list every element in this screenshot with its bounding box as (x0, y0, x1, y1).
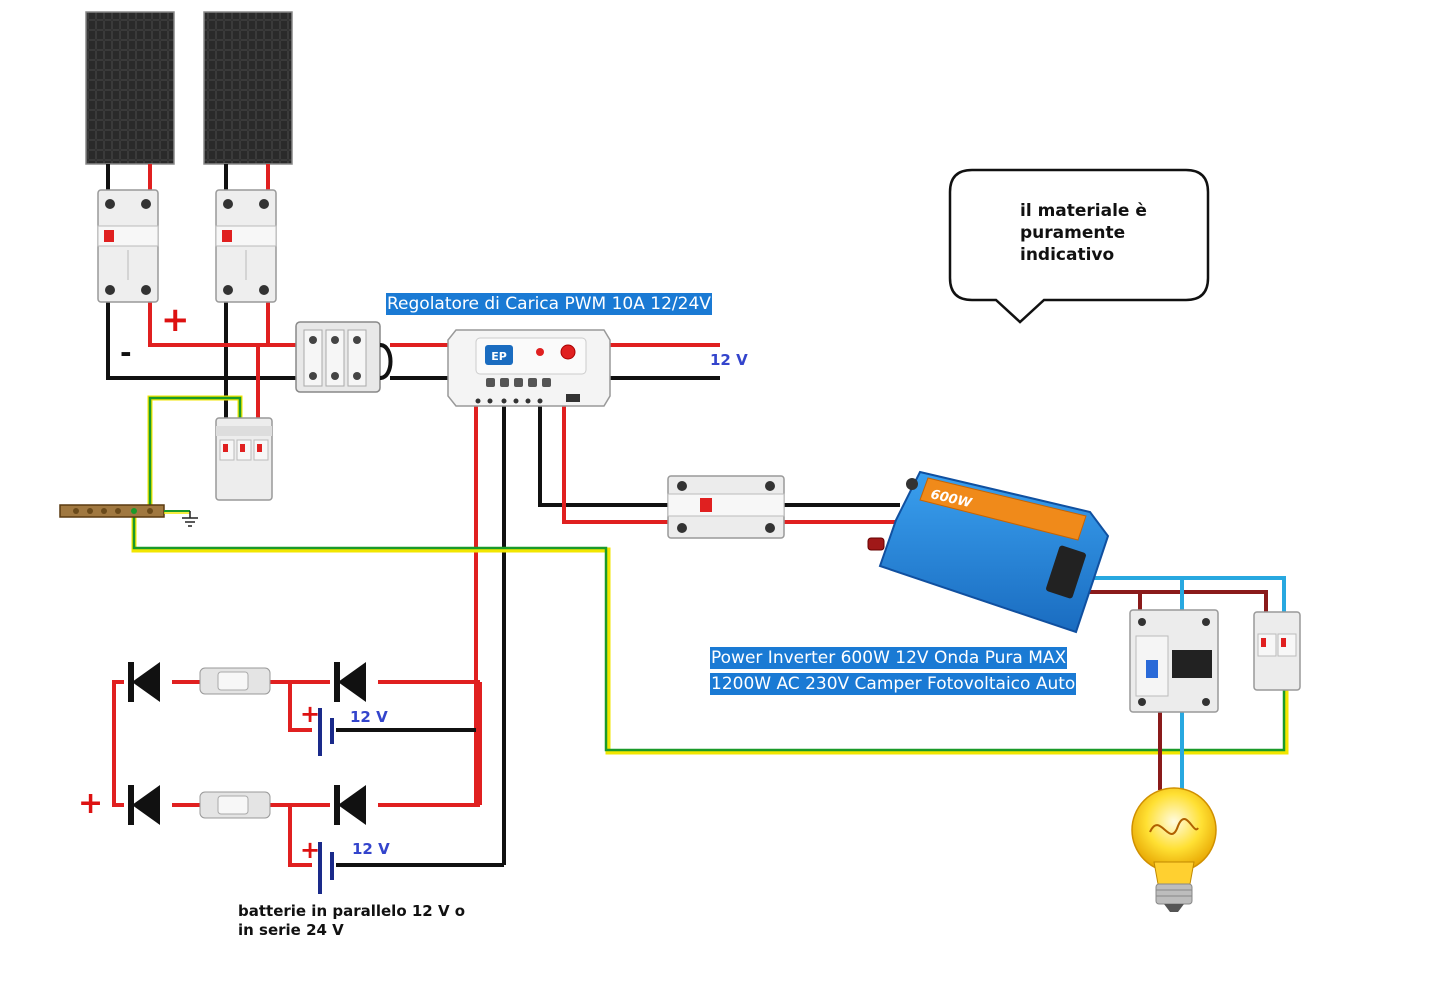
fuse-holder-2 (199, 791, 271, 819)
negative-sign: - (120, 336, 132, 369)
battery-icon (312, 706, 336, 758)
rcd-breaker (1129, 609, 1219, 713)
earth-wires (131, 395, 1289, 755)
callout-line1: il materiale è (1020, 201, 1147, 221)
diode-icon (330, 658, 378, 706)
battery-note-line2: in serie 24 V (238, 921, 344, 939)
solar-panel-2 (203, 11, 293, 165)
battery-2-positive-sign: + (300, 836, 321, 864)
ground-icon (182, 511, 198, 527)
inverter-label-line2: 1200W AC 230V Camper Fotovoltaico Auto (710, 673, 1077, 695)
charge-controller-icon: EP (447, 329, 611, 407)
battery-1-positive-sign: + (300, 700, 321, 728)
panel-leads (106, 164, 270, 192)
inverter-label-line1: Power Inverter 600W 12V Onda Pura MAX (710, 647, 1068, 669)
dc-isolator-switch (295, 321, 393, 393)
diode-icon (330, 781, 378, 829)
solar-panel-1 (85, 11, 175, 165)
panel-breaker-1 (97, 189, 159, 303)
battery-icon (312, 840, 336, 896)
diode-icon (124, 658, 172, 706)
diode-icon (124, 781, 172, 829)
battery-bank-positive-sign: + (78, 786, 104, 821)
positive-sign: + (161, 300, 190, 340)
regulator-brand: EP (491, 350, 507, 363)
battery-bank-wires (112, 680, 504, 867)
note-callout (948, 168, 1210, 324)
dc-wires-panels (106, 300, 900, 865)
regulator-label: Regolatore di Carica PWM 10A 12/24V (386, 293, 712, 315)
light-bulb-icon (1131, 787, 1217, 912)
surge-protector-ac (1253, 611, 1301, 691)
panel-breaker-2 (215, 189, 277, 303)
battery-2-voltage: 12 V (352, 840, 390, 858)
inverter-icon: 600W (867, 470, 1110, 634)
callout-line3: indicativo (1020, 245, 1115, 265)
fuse-holder-1 (199, 667, 271, 695)
inverter-breaker (667, 475, 785, 539)
surge-protector-dc (215, 417, 273, 501)
callout-line2: puramente (1020, 223, 1126, 243)
battery-note-line1: batterie in parallelo 12 V o (238, 902, 466, 920)
battery-1-voltage: 12 V (350, 708, 388, 726)
earth-busbar (59, 504, 190, 518)
ac-wires (1080, 576, 1286, 790)
regulator-output-voltage: 12 V (710, 351, 748, 369)
